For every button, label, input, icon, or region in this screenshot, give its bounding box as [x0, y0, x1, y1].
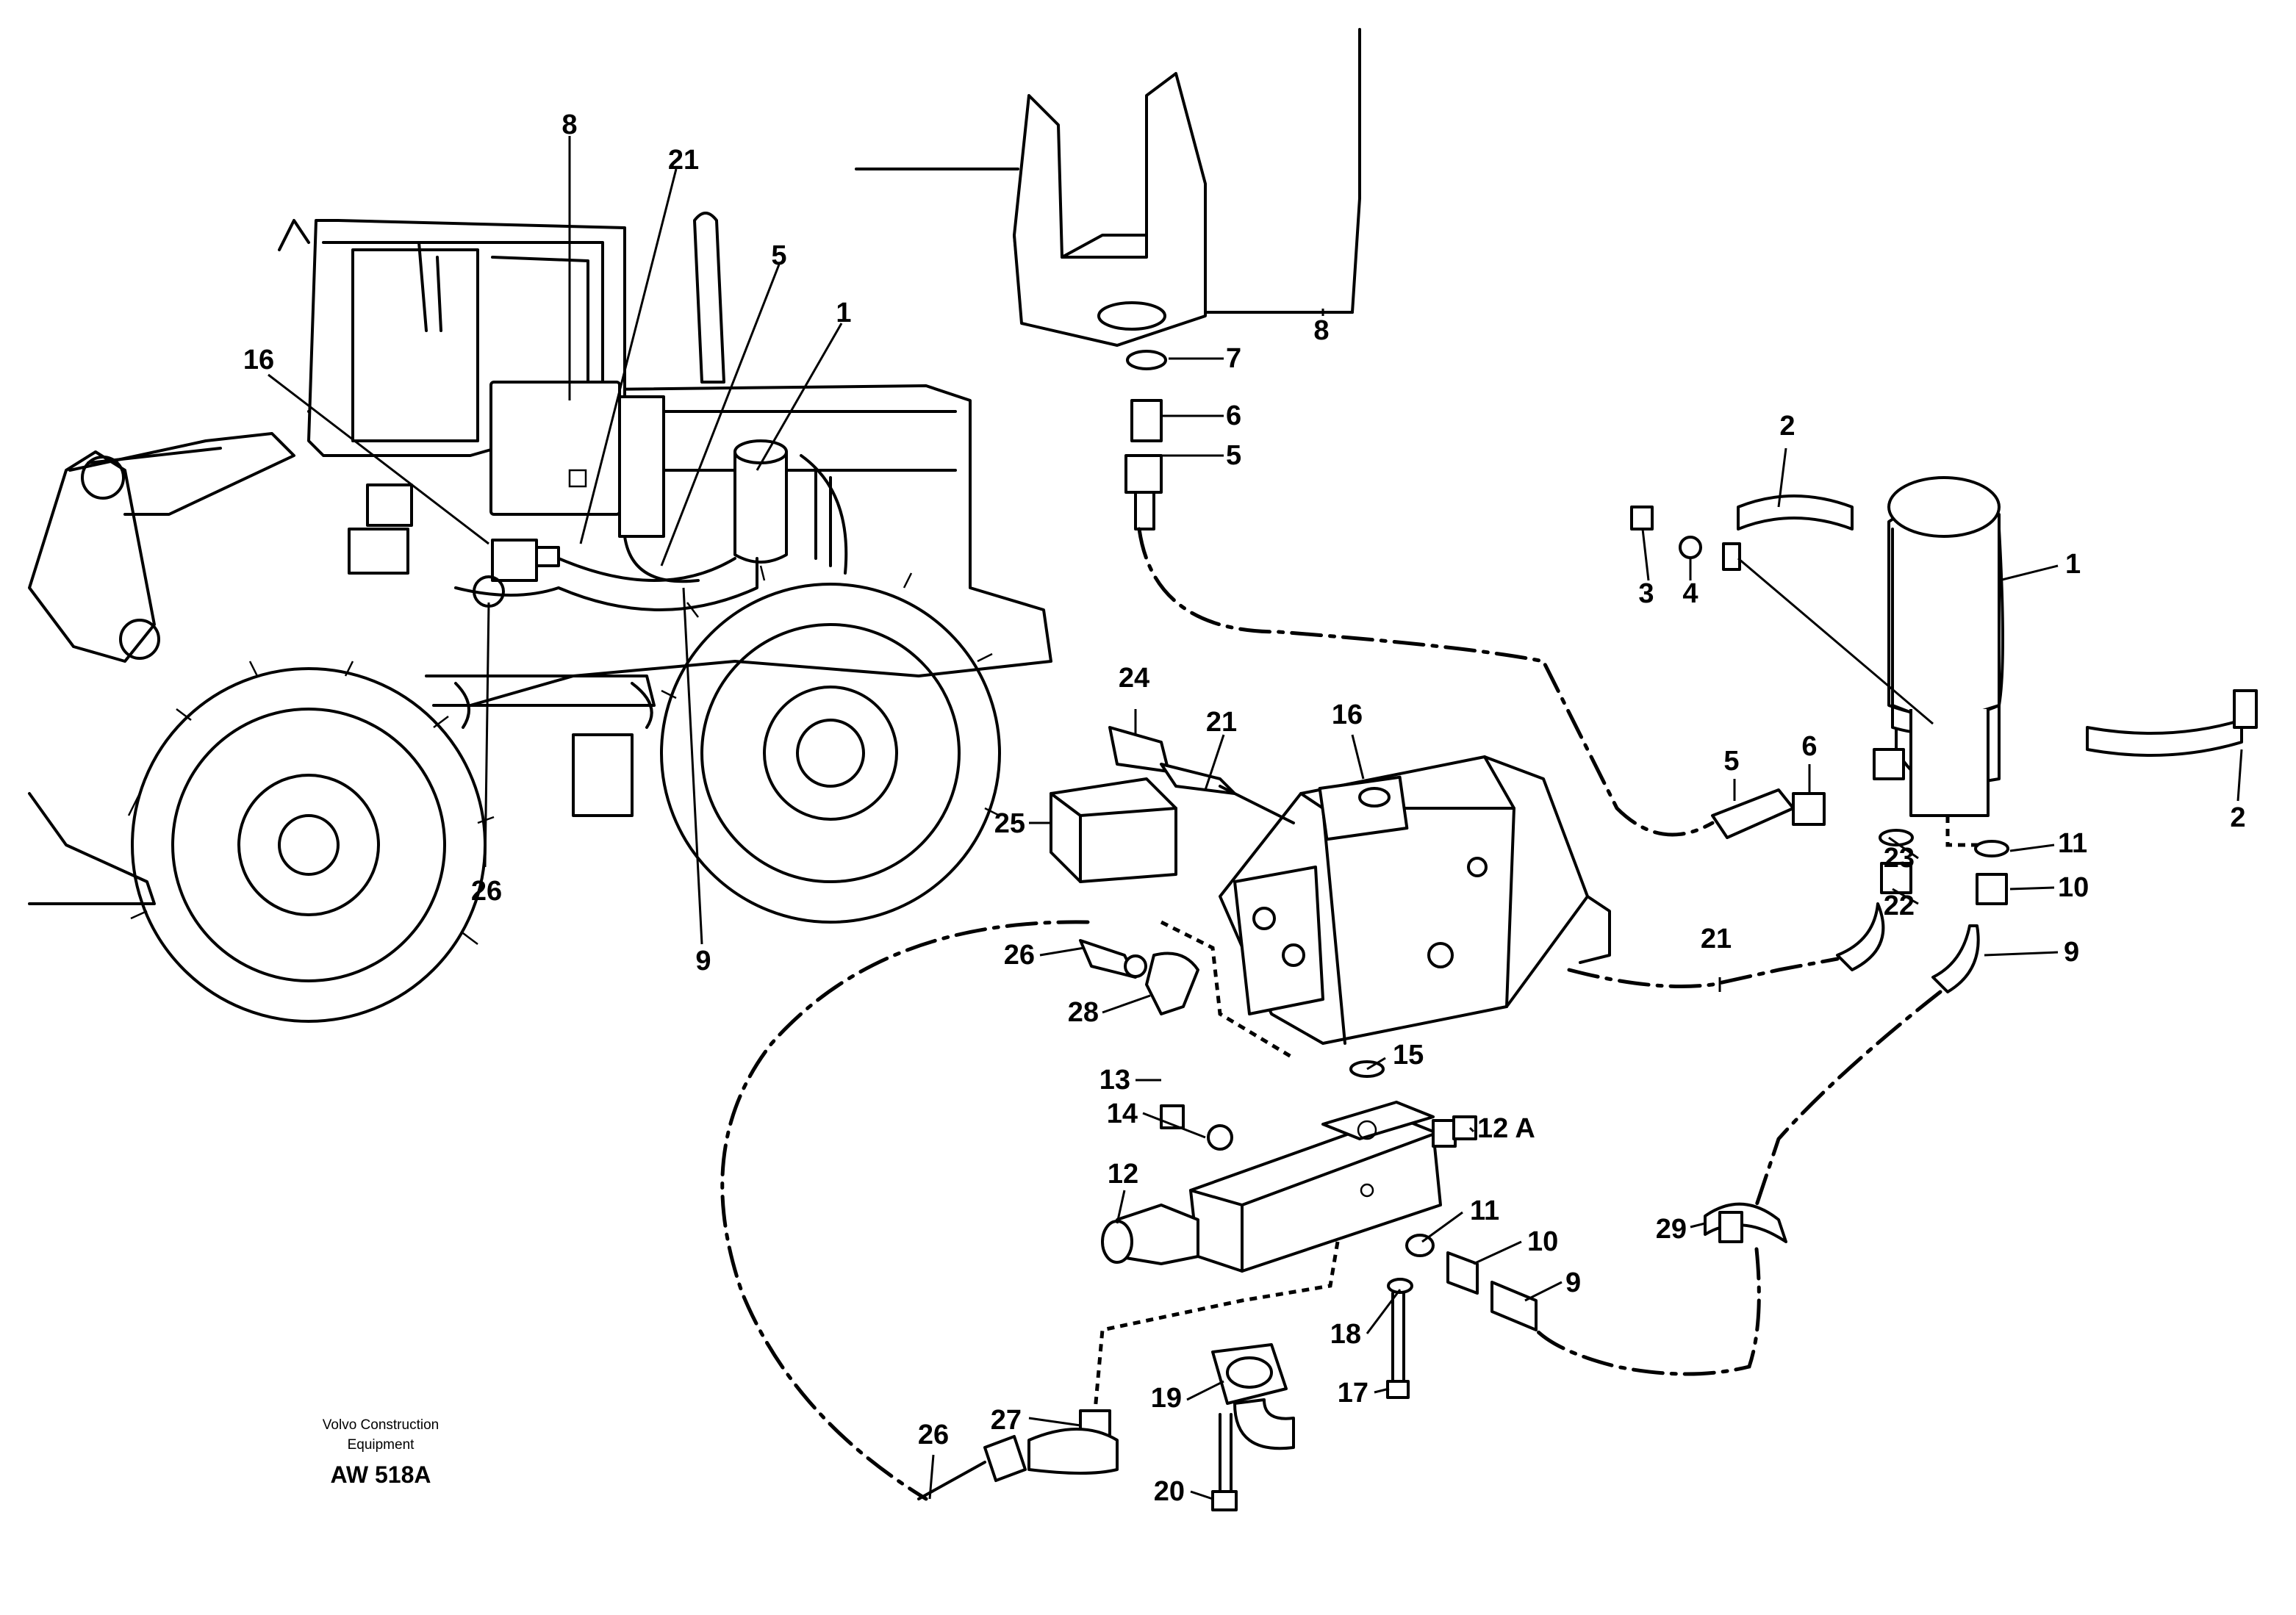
- callout-2-top: 2: [1779, 411, 1795, 442]
- callout-25: 25: [994, 808, 1025, 839]
- callout-26-mid: 26: [1004, 940, 1035, 971]
- callout-16-overview: 16: [243, 345, 274, 375]
- callout-8: 8: [1313, 315, 1329, 346]
- callout-11-center: 11: [1470, 1195, 1499, 1226]
- leader-lines: [268, 136, 2243, 1500]
- callout-12: 12: [1108, 1159, 1138, 1190]
- callout-13: 13: [1099, 1065, 1130, 1096]
- callout-9-center: 9: [1565, 1267, 1581, 1298]
- callout-21-center: 21: [1206, 707, 1237, 738]
- hydraulic-pump: [1219, 755, 1611, 1045]
- callout-5-top: 5: [1226, 440, 1241, 471]
- bracket-assembly: [855, 28, 1361, 347]
- callout-9-right: 9: [2064, 937, 2079, 968]
- callout-4: 4: [1682, 578, 1698, 609]
- wheel-loader-illustration: [28, 212, 1052, 1023]
- callout-6-top: 6: [1226, 400, 1241, 431]
- callout-19: 19: [1151, 1383, 1182, 1414]
- control-valve-block: [1101, 1060, 1457, 1273]
- callout-1-overview: 1: [836, 298, 851, 328]
- callout-14: 14: [1107, 1098, 1138, 1129]
- fittings: [917, 350, 2009, 1511]
- callout-12a: 12 A: [1477, 1113, 1535, 1144]
- callout-24: 24: [1119, 663, 1149, 694]
- callout-15: 15: [1393, 1040, 1424, 1071]
- callout-5-overview: 5: [771, 240, 786, 271]
- callout-22: 22: [1884, 891, 1915, 921]
- callout-5-right: 5: [1723, 746, 1739, 777]
- callout-7: 7: [1226, 343, 1241, 374]
- callout-1: 1: [2065, 549, 2081, 580]
- accumulator-assembly: [1630, 476, 2258, 817]
- callout-20: 20: [1154, 1476, 1185, 1507]
- callout-9-overview: 9: [695, 946, 711, 976]
- callout-16: 16: [1332, 699, 1363, 730]
- callout-26-bottom: 26: [918, 1420, 949, 1450]
- figure-reference: AW 518A: [331, 1461, 431, 1488]
- callout-8-overview: 8: [562, 109, 577, 140]
- callout-3: 3: [1638, 578, 1654, 609]
- brand-line-1: Volvo Construction: [323, 1417, 439, 1433]
- callout-18: 18: [1330, 1319, 1361, 1350]
- brand-line-2: Equipment: [348, 1437, 415, 1453]
- figure-footer: Volvo Construction Equipment AW 518A: [323, 1417, 439, 1488]
- callout-17: 17: [1338, 1378, 1368, 1409]
- callout-10-right: 10: [2058, 872, 2089, 903]
- hose-routes: [720, 527, 1984, 1501]
- callout-6-right: 6: [1801, 731, 1817, 762]
- callout-26-overview: 26: [471, 876, 502, 907]
- callout-27: 27: [991, 1405, 1022, 1436]
- callout-2-right: 2: [2230, 802, 2245, 833]
- callout-11-right: 11: [2058, 828, 2087, 859]
- callout-labels: 8 21 5 1 16 26 9 8 7 6 5 2 1 2 3 4 5 6 2…: [243, 109, 2246, 1507]
- callout-29: 29: [1656, 1214, 1687, 1245]
- callout-28: 28: [1068, 997, 1099, 1028]
- callout-21-right: 21: [1701, 924, 1732, 954]
- callout-23: 23: [1884, 843, 1915, 874]
- callout-10-center: 10: [1527, 1226, 1558, 1257]
- callout-21-overview: 21: [668, 145, 699, 176]
